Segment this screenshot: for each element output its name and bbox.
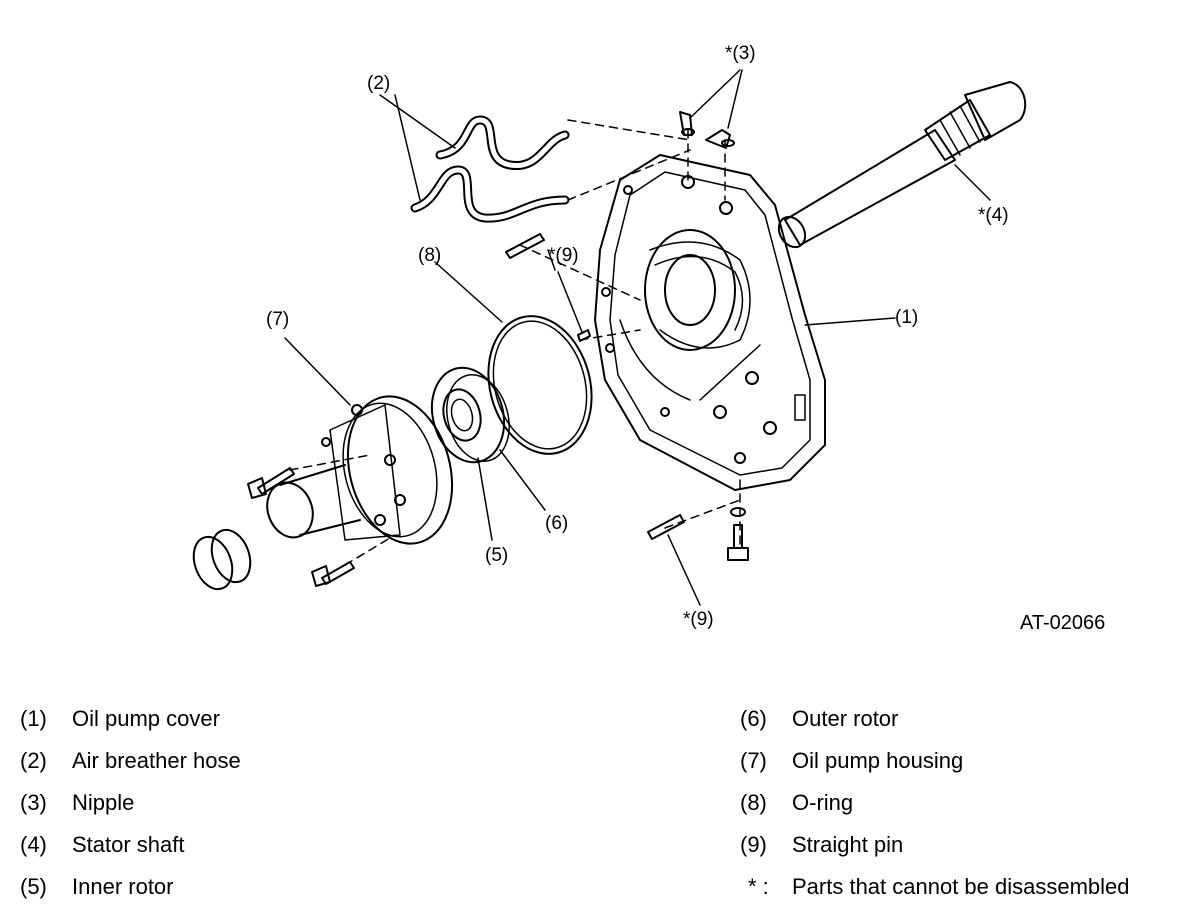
- legend-number: (4): [20, 832, 47, 857]
- air-breather-hose-lower: [410, 165, 570, 223]
- leader-line-5: [477, 457, 493, 541]
- legend-label: Inner rotor: [72, 874, 174, 899]
- nipple-left: [679, 111, 695, 136]
- legend-number: (2): [20, 748, 47, 773]
- callout-1: (1): [895, 307, 919, 328]
- legend-number: (5): [20, 874, 47, 899]
- seal-rings: [192, 528, 252, 591]
- callout-8: (8): [418, 245, 442, 266]
- oil-pump-cover: [594, 154, 826, 491]
- bolt-bottom: [727, 507, 749, 561]
- legend-label: Outer rotor: [792, 706, 899, 731]
- callout-3: *(3): [725, 43, 756, 64]
- legend-label: Air breather hose: [72, 748, 241, 773]
- legend-number: (7): [740, 748, 767, 773]
- leader-line-1: [804, 317, 896, 326]
- legend-number: (8): [740, 790, 767, 815]
- leader-line-2b: [394, 94, 421, 201]
- straight-pin-upper: [505, 233, 545, 259]
- inner-rotor: [442, 388, 482, 442]
- leader-line-3a: [689, 69, 741, 119]
- leader-line-9a: [547, 249, 556, 271]
- legend-number: (6): [740, 706, 767, 731]
- leader-line-3b: [727, 69, 743, 129]
- leader-line-9c: [667, 534, 701, 606]
- legend-number: (1): [20, 706, 47, 731]
- legend-label: Straight pin: [792, 832, 904, 857]
- diagram-code: AT-02066: [1020, 612, 1106, 634]
- legend-label: Stator shaft: [72, 832, 185, 857]
- legend-label: Oil pump cover: [72, 706, 220, 731]
- nipple-right: [705, 129, 735, 149]
- callout-7: (7): [266, 309, 290, 330]
- legend-number: (9): [740, 832, 767, 857]
- callout-9-lower: *(9): [683, 609, 714, 630]
- callout-4: *(4): [978, 205, 1009, 226]
- straight-pin-small: [577, 329, 591, 342]
- callout-5: (5): [485, 545, 509, 566]
- exploded-parts-diagram: [192, 69, 1027, 606]
- legend-label: Nipple: [72, 790, 135, 815]
- legend-footnote-text: Parts that cannot be disassembled: [792, 874, 1130, 899]
- o-ring: [487, 315, 593, 455]
- legend-footnote-marker: * :: [748, 874, 769, 899]
- callout-6: (6): [545, 513, 569, 534]
- outer-rotor: [430, 366, 510, 464]
- bolt-lower-left: [311, 561, 355, 587]
- air-breather-hose-upper: [435, 115, 570, 171]
- legend-number: (3): [20, 790, 47, 815]
- oil-pump-housing: [266, 395, 454, 545]
- straight-pin-lower: [647, 514, 685, 540]
- leader-line-2a: [379, 94, 456, 149]
- callout-9-upper: *(9): [548, 245, 579, 266]
- bolt-upper-left: [247, 467, 295, 499]
- leader-line-9b: [557, 271, 583, 333]
- legend-label: O-ring: [792, 790, 854, 815]
- leader-line-7: [284, 337, 351, 406]
- stator-shaft: [777, 81, 1027, 249]
- leader-line-4: [954, 164, 991, 201]
- leader-line-6: [499, 449, 546, 511]
- leader-line-8: [434, 261, 503, 323]
- legend-label: Oil pump housing: [792, 748, 964, 773]
- callout-2: (2): [367, 73, 391, 94]
